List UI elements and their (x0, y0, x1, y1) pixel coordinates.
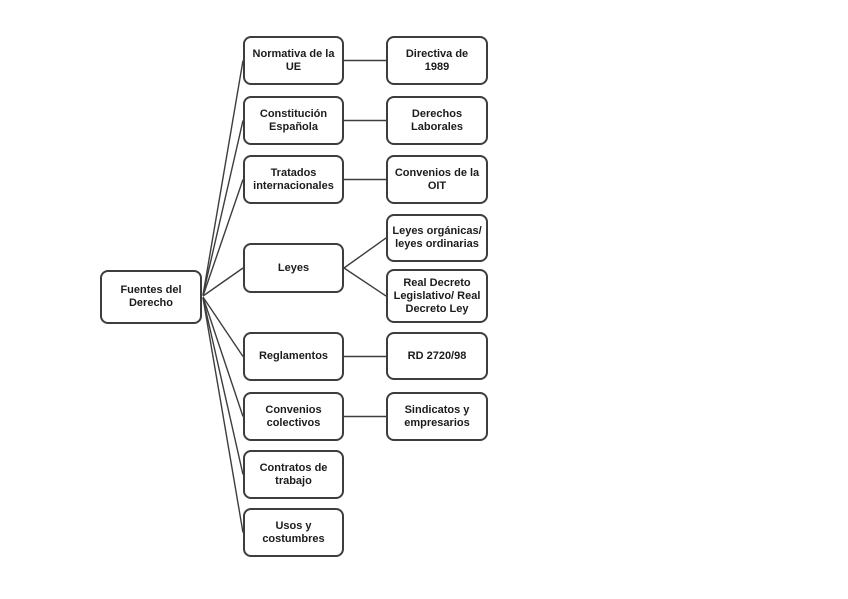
node-constitucion-espanola: Constitución Española (243, 96, 344, 145)
node-leyes: Leyes (243, 243, 344, 293)
node-label: Directiva de 1989 (405, 47, 469, 73)
node-label: Contratos de trabajo (259, 461, 328, 487)
node-label: Reglamentos (258, 350, 329, 362)
node-tratados-internacionales: Tratados internacionales (243, 155, 344, 204)
node-label: Constitución Española (259, 107, 328, 133)
node-reglamentos: Reglamentos (243, 332, 344, 381)
node-label: Usos y costumbres (262, 519, 325, 545)
node-label: Convenios de la OIT (394, 166, 480, 192)
node-label: Fuentes del Derecho (120, 284, 182, 309)
node-label: Leyes orgánicas/ leyes ordinarias (392, 225, 482, 250)
node-contratos-de-trabajo: Contratos de trabajo (243, 450, 344, 499)
node-label: Convenios colectivos (265, 403, 322, 429)
node-fuentes-del-derecho: Fuentes del Derecho (100, 270, 202, 324)
node-convenios-colectivos: Convenios colectivos (243, 392, 344, 441)
node-label: Derechos Laborales (411, 107, 463, 133)
node-sindicatos-y-empresarios: Sindicatos y empresarios (386, 392, 488, 441)
node-label: Sindicatos y empresarios (404, 403, 470, 429)
node-leyes-organicas-ordinarias: Leyes orgánicas/ leyes ordinarias (386, 214, 488, 262)
node-real-decreto-legislativo-ley: Real Decreto Legislativo/ Real Decreto L… (386, 269, 488, 323)
node-normativa-ue: Normativa de la UE (243, 36, 344, 85)
node-usos-y-costumbres: Usos y costumbres (243, 508, 344, 557)
node-directiva-de-1989: Directiva de 1989 (386, 36, 488, 85)
node-label: RD 2720/98 (407, 349, 467, 362)
node-label: Leyes (277, 261, 310, 274)
node-label: Real Decreto Legislativo/ Real Decreto L… (393, 276, 481, 315)
node-rd-2720-98: RD 2720/98 (386, 332, 488, 380)
node-label: Normativa de la UE (252, 47, 335, 73)
node-convenios-de-la-oit: Convenios de la OIT (386, 155, 488, 204)
node-derechos-laborales: Derechos Laborales (386, 96, 488, 145)
node-label: Tratados internacionales (253, 166, 334, 192)
